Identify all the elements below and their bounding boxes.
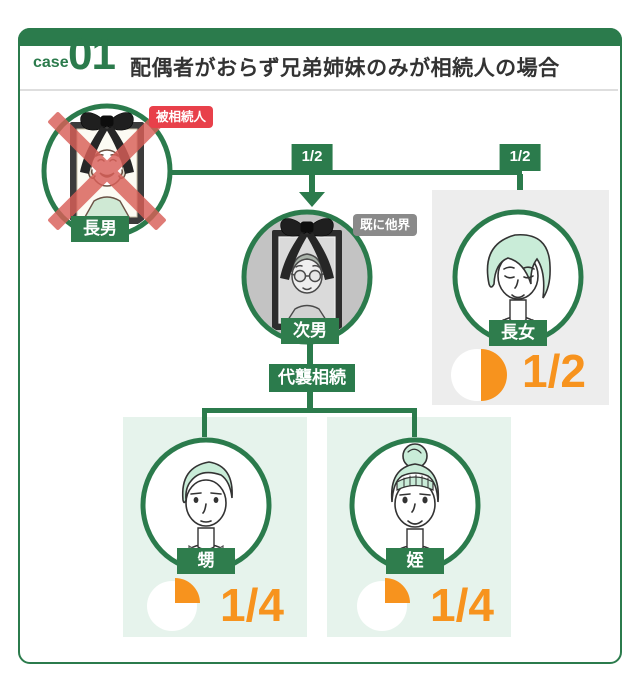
deceased-cross-icon — [48, 112, 166, 230]
branch-connector-line — [202, 408, 417, 413]
down-arrow-stem — [309, 174, 315, 193]
page-title: 配偶者がおらず兄弟姉妹のみが相続人の場合 — [130, 57, 560, 80]
branch-drop-left — [202, 408, 207, 437]
share-pie-half-icon — [451, 348, 507, 407]
eldest-son-label: 長男 — [71, 216, 129, 243]
eldest-daughter-share: 1/2 — [522, 345, 586, 397]
nephew-portrait-icon — [139, 436, 273, 574]
case-word: case — [33, 54, 69, 71]
nephew-share: 1/4 — [220, 579, 284, 631]
share-pie-quarter-icon — [146, 578, 200, 637]
substitution-connector — [307, 391, 313, 411]
down-arrow-icon — [299, 192, 325, 207]
niece-share: 1/4 — [430, 579, 494, 631]
case-number: 01 — [68, 30, 116, 79]
share-pie-quarter-icon — [356, 578, 410, 637]
substitution-label: 代襲相続 — [269, 364, 355, 393]
down-arrow-stem — [517, 174, 523, 193]
second-son-portrait-icon — [240, 208, 374, 346]
eldest-son-portrait-icon — [40, 102, 174, 240]
nephew-label: 甥 — [177, 548, 235, 575]
decedent-badge: 被相続人 — [149, 106, 214, 129]
header-divider — [20, 89, 618, 91]
already-deceased-badge: 既に他界 — [353, 214, 418, 237]
eldest-daughter-label: 長女 — [489, 320, 547, 347]
share-badge-second-son: 1/2 — [291, 144, 333, 171]
share-badge-eldest-daughter: 1/2 — [499, 144, 541, 171]
branch-drop-right — [412, 408, 417, 437]
second-son-label: 次男 — [281, 318, 339, 345]
niece-label: 姪 — [386, 548, 444, 575]
sibling-connector-line — [170, 170, 522, 175]
card-top-accent-bar — [18, 28, 622, 46]
substitution-connector — [307, 344, 313, 366]
